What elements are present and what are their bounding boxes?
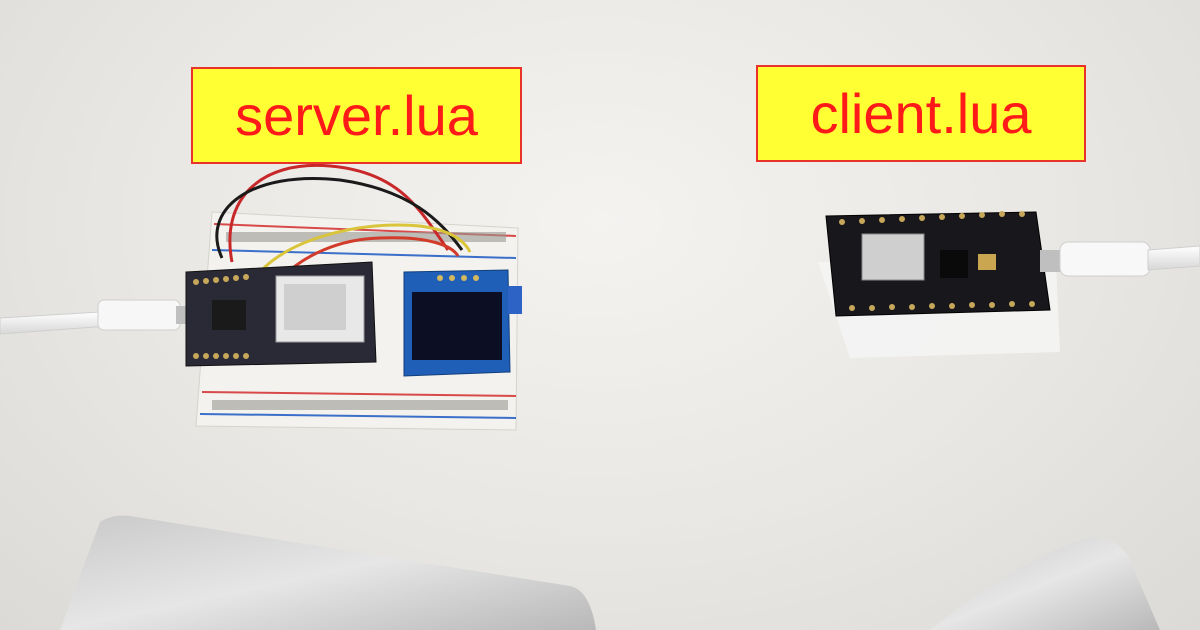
oled-display <box>403 269 522 377</box>
server-lua-label: server.lua <box>191 67 522 164</box>
server-dev-board <box>185 261 377 367</box>
aluminium-object-right <box>930 537 1160 630</box>
jumper-wires <box>215 163 472 361</box>
client-dev-board <box>818 211 1060 358</box>
server-lua-text: server.lua <box>235 83 478 147</box>
client-lua-text: client.lua <box>810 81 1032 145</box>
usb-cable-right <box>1040 241 1200 277</box>
aluminium-object-left <box>60 515 596 630</box>
client-lua-label: client.lua <box>756 65 1086 162</box>
usb-cable-left <box>0 299 196 335</box>
